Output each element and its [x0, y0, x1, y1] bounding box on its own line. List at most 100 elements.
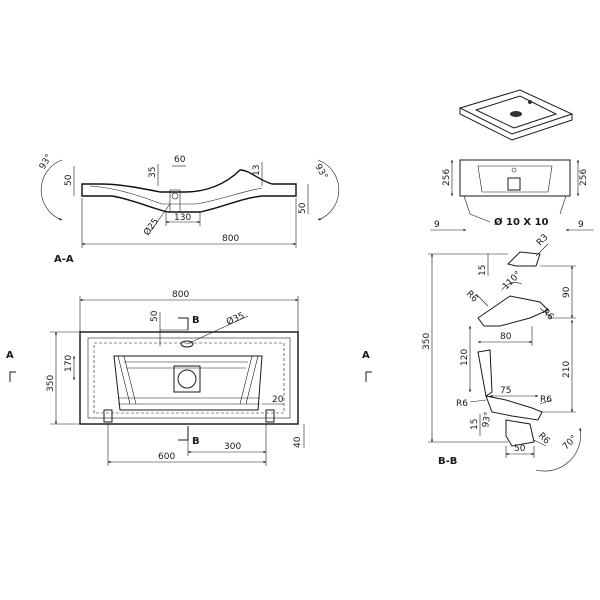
leader-bracket — [469, 213, 491, 223]
isometric-view — [458, 89, 574, 141]
leader-r6d — [539, 399, 553, 405]
dim-40-label: 40 — [293, 436, 303, 448]
bb-bottom-lip — [505, 419, 535, 447]
drain-square — [173, 365, 201, 393]
dim-13-label: 13 — [252, 165, 262, 176]
front-elevation-view: 256 256 9 9 Ø 10 X 10 — [430, 159, 594, 232]
drain-circle — [177, 369, 197, 389]
bb-r3-label: R3 — [535, 233, 551, 249]
basin-rim-inner-2 — [93, 342, 285, 414]
a-right-mark — [365, 371, 372, 382]
leader-r6a — [475, 293, 489, 307]
front-bowl — [477, 165, 553, 193]
height-right-label: 50 — [298, 202, 308, 214]
bb-r6-d-label: R6 — [540, 395, 552, 405]
b-bottom-label: B — [192, 436, 200, 447]
a-right-label: A — [362, 350, 370, 361]
front-leg-left — [463, 195, 471, 215]
leader-diam35 — [186, 315, 249, 345]
top-50-label: 50 — [150, 310, 160, 322]
front-leg-right — [559, 195, 567, 215]
section-aa-view: 93° 93° 50 50 35 60 13 Ø25 130 800 A-A — [38, 153, 340, 265]
dim-20-label: 20 — [272, 395, 284, 405]
dim-9-right-label: 9 — [578, 220, 584, 230]
bowl-side-left — [117, 355, 137, 405]
leader-r6b — [539, 307, 553, 319]
bb-70-label: 70° — [561, 434, 579, 452]
b-top-label: B — [192, 315, 200, 326]
bb-15-top-label: 15 — [478, 265, 488, 276]
dim-130-label: 130 — [174, 213, 191, 223]
top-view: 800 50 Ø35 B B A A 170 350 20 600 — [6, 290, 372, 466]
dim-170-label: 170 — [64, 355, 74, 372]
bb-upper-wall — [477, 295, 549, 327]
diam25-label: Ø25 — [141, 216, 161, 238]
section-aa-label: A-A — [54, 254, 74, 265]
a-left-label: A — [6, 350, 14, 361]
section-bb-view: 350 15 R3 R6 110° 90 R6 80 120 210 — [422, 233, 582, 472]
a-left-mark — [9, 371, 16, 382]
front-drain — [507, 177, 521, 191]
bb-r6-e-label: R6 — [536, 431, 552, 447]
bb-lower-wall — [485, 395, 543, 421]
dim-256-right-label: 256 — [579, 169, 589, 186]
leader-r6c — [469, 399, 487, 403]
bb-15-bottom-label: 15 — [470, 419, 480, 430]
bb-r6-a-label: R6 — [464, 289, 480, 305]
iso-drain — [510, 111, 522, 117]
bb-middle-wall — [477, 349, 493, 397]
dim-60-label: 60 — [174, 155, 186, 165]
bb-r6-b-label: R6 — [540, 307, 556, 323]
dim-300-label: 300 — [224, 442, 241, 452]
bb-50-label: 50 — [514, 444, 526, 454]
b-top-mark — [178, 317, 189, 330]
height-left-label: 50 — [64, 174, 74, 186]
angle-arc-70 — [535, 427, 582, 472]
bb-210-label: 210 — [562, 361, 572, 378]
bb-75-label: 75 — [500, 386, 511, 396]
bb-350-label: 350 — [422, 333, 432, 350]
bb-110-label: 110° — [501, 270, 523, 292]
bb-r6-c-label: R6 — [456, 399, 468, 409]
bowl-slope-lines — [118, 361, 260, 405]
angle-left-label: 93° — [38, 153, 55, 172]
angle-arc-110 — [501, 282, 523, 291]
iso-tap-hole — [528, 100, 532, 104]
dim-600-label: 600 — [158, 452, 175, 462]
basin-rim-inner — [87, 337, 291, 419]
front-tap — [511, 167, 517, 173]
bowl-side-right — [239, 355, 259, 405]
drain-hole — [171, 192, 179, 200]
diam35-label: Ø35 — [225, 310, 246, 328]
bb-90-label: 90 — [562, 286, 572, 298]
basin-outline — [79, 331, 299, 425]
bb-93-label: 93° — [481, 411, 494, 428]
section-bb-label: B-B — [438, 456, 457, 467]
angle-right-label: 93° — [312, 163, 329, 182]
basin-profile-outer — [81, 169, 297, 213]
leader-diam25 — [149, 203, 171, 233]
front-outline — [459, 159, 571, 197]
b-bottom-mark — [178, 426, 189, 441]
bb-top-rim — [507, 251, 541, 267]
angle-arc-right — [317, 159, 340, 221]
dim-9-left-label: 9 — [434, 220, 440, 230]
dim-256-left-label: 256 — [442, 169, 452, 186]
bowl-outline — [113, 355, 263, 411]
bracket-label: Ø 10 X 10 — [494, 216, 549, 228]
bottom-bracket-left — [103, 409, 113, 423]
leader-r3 — [535, 243, 549, 257]
dim-35-label: 35 — [148, 167, 158, 178]
drain-block — [169, 189, 181, 213]
bb-120-label: 120 — [460, 349, 470, 366]
tap-hole — [180, 340, 194, 348]
iso-front-face — [459, 108, 573, 141]
dim-350-label: 350 — [46, 375, 56, 392]
iso-bowl — [474, 95, 558, 129]
angle-arc-left — [40, 159, 63, 221]
leader-r6e — [533, 439, 547, 447]
bottom-bracket-right — [265, 409, 275, 423]
top-800-label: 800 — [172, 290, 189, 300]
dim-800-label: 800 — [222, 234, 239, 244]
